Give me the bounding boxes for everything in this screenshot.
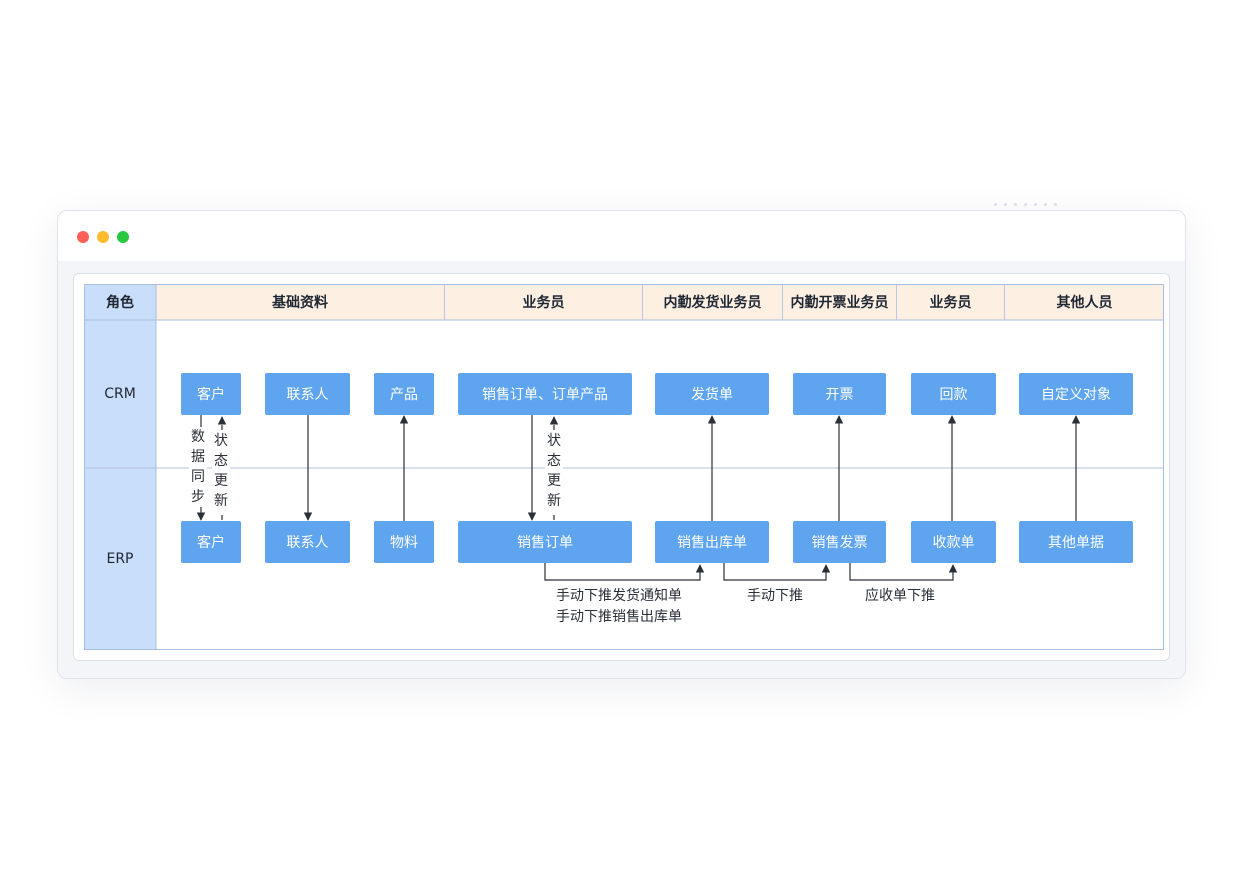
crm-node-payment[interactable]: 回款 <box>911 373 996 415</box>
column-header-salesperson-2: 业务员 <box>897 284 1005 320</box>
label-status-update-customer: 状态更新 <box>212 431 230 511</box>
erp-node-sales-outbound[interactable]: 销售出库单 <box>655 521 769 563</box>
elbow-order-to-outbound <box>544 563 705 581</box>
label-data-sync: 数据同步 <box>189 427 207 507</box>
crm-node-product[interactable]: 产品 <box>374 373 434 415</box>
erp-node-receipt[interactable]: 收款单 <box>911 521 996 563</box>
label-status-update-order: 状态更新 <box>545 431 563 511</box>
erp-node-contact[interactable]: 联系人 <box>265 521 350 563</box>
swimlane-diagram: 角色 基础资料 业务员 内勤发货业务员 内勤开票业务员 业务员 其他人员 CRM… <box>84 284 1164 650</box>
diagram-panel: 角色 基础资料 业务员 内勤发货业务员 内勤开票业务员 业务员 其他人员 CRM… <box>73 273 1170 661</box>
crm-node-customer[interactable]: 客户 <box>181 373 241 415</box>
erp-node-customer[interactable]: 客户 <box>181 521 241 563</box>
elbow-invoice-to-receipt <box>849 563 958 581</box>
close-window-button[interactable] <box>77 231 89 243</box>
crm-node-invoice[interactable]: 开票 <box>793 373 886 415</box>
role-header: 角色 <box>84 284 156 320</box>
erp-node-other-documents[interactable]: 其他单据 <box>1019 521 1133 563</box>
label-push-manual: 手动下推 <box>747 588 803 604</box>
column-header-invoice-clerk: 内勤开票业务员 <box>783 284 897 320</box>
column-header-basic-data: 基础资料 <box>156 284 445 320</box>
row-label-erp: ERP <box>84 468 156 650</box>
label-push-receivable: 应收单下推 <box>865 588 935 604</box>
minimize-window-button[interactable] <box>97 231 109 243</box>
decorative-dots <box>994 203 1064 207</box>
column-header-others: 其他人员 <box>1005 284 1164 320</box>
crm-node-contact[interactable]: 联系人 <box>265 373 350 415</box>
label-push-sales-outbound: 手动下推销售出库单 <box>556 609 682 625</box>
window-content: 角色 基础资料 业务员 内勤发货业务员 内勤开票业务员 业务员 其他人员 CRM… <box>58 261 1185 678</box>
column-header-delivery-clerk: 内勤发货业务员 <box>643 284 783 320</box>
label-push-delivery-notice: 手动下推发货通知单 <box>556 588 682 604</box>
crm-node-custom-object[interactable]: 自定义对象 <box>1019 373 1133 415</box>
erp-node-sales-order[interactable]: 销售订单 <box>458 521 632 563</box>
app-window: 角色 基础资料 业务员 内勤发货业务员 内勤开票业务员 业务员 其他人员 CRM… <box>57 210 1186 679</box>
maximize-window-button[interactable] <box>117 231 129 243</box>
crm-node-delivery[interactable]: 发货单 <box>655 373 769 415</box>
column-header-salesperson: 业务员 <box>445 284 643 320</box>
erp-node-material[interactable]: 物料 <box>374 521 434 563</box>
window-titlebar <box>58 211 1185 261</box>
erp-node-sales-invoice[interactable]: 销售发票 <box>793 521 886 563</box>
row-label-crm: CRM <box>84 320 156 468</box>
crm-node-sales-order[interactable]: 销售订单、订单产品 <box>458 373 632 415</box>
elbow-outbound-to-invoice <box>723 563 831 581</box>
